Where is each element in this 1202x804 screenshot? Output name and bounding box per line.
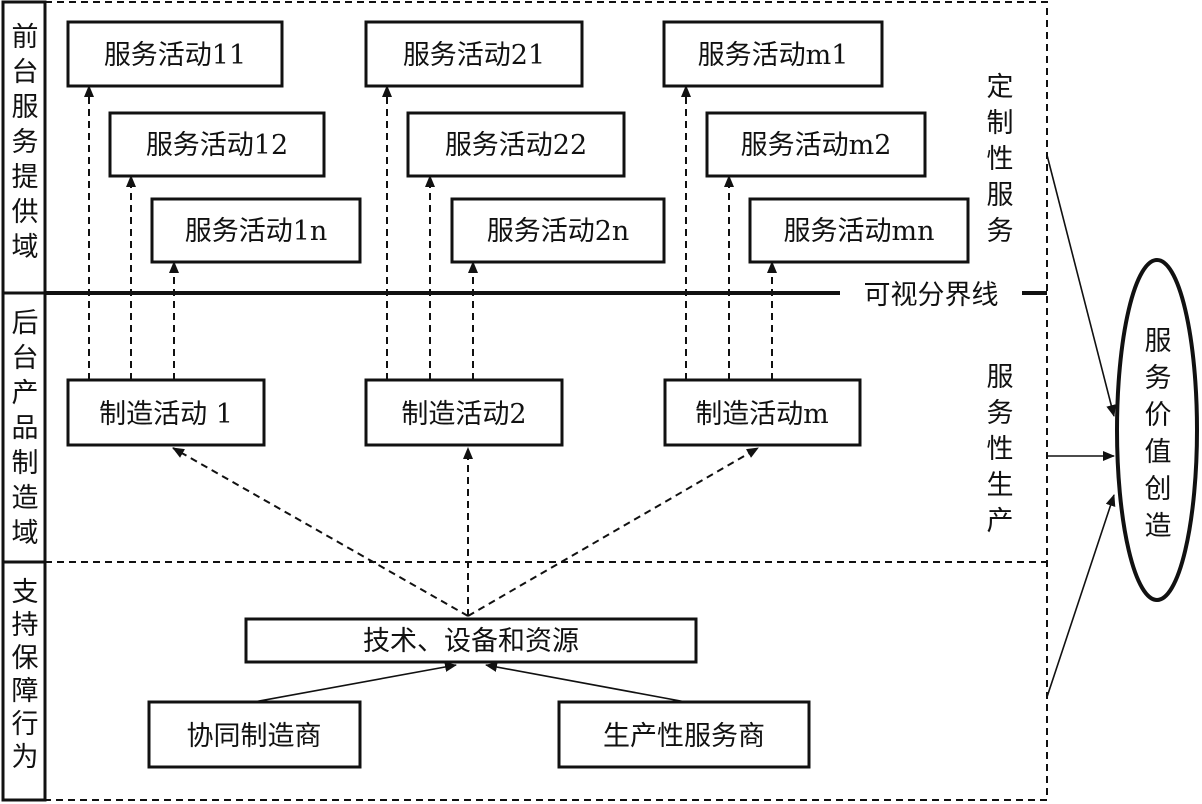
- service-label-m2: 服务活动m2: [741, 130, 892, 161]
- svg-text:后台产品制造域: 后台产品制造域: [12, 308, 39, 549]
- zone-label-back: 后台产品制造域: [12, 308, 39, 549]
- dashed-arrow-res-m1: [172, 447, 469, 617]
- service-box-11: 服务活动11: [66, 20, 284, 88]
- svg-text:服务性生产: 服务性生产: [987, 362, 1014, 537]
- custom-service-label: 定制性服务: [987, 72, 1014, 247]
- zone-label-column: [1, 0, 47, 802]
- manufacturing-label-2: 制造活动2: [401, 399, 526, 430]
- dashed-arrow-res-m3: [467, 447, 759, 617]
- service-label-mn: 服务活动mn: [784, 216, 935, 247]
- svg-text:定制性服务: 定制性服务: [987, 72, 1014, 247]
- service-box-12: 服务活动12: [108, 111, 326, 178]
- manufacturing-box-m: 制造活动m: [663, 378, 862, 447]
- service-production-label: 服务性生产: [987, 362, 1014, 537]
- zone-label-front: 前台服务提供域: [12, 22, 39, 263]
- manufacturing-label-m: 制造活动m: [695, 399, 829, 430]
- arrow-cooperative-to-resources: [253, 662, 457, 703]
- visibility-line-label: 可视分界线: [864, 280, 999, 311]
- svg-text:服务价值创造: 服务价值创造: [1145, 326, 1172, 542]
- service-box-m2: 服务活动m2: [705, 111, 927, 178]
- arrow-support-to-value: [1046, 494, 1116, 698]
- value-creation-ellipse: [1115, 258, 1199, 602]
- resources-box: 技术、设备和资源: [244, 617, 698, 664]
- productive-service-provider-label: 生产性服务商: [603, 721, 765, 752]
- cooperative-manufacturer-box: 协同制造商: [147, 700, 362, 769]
- resources-label: 技术、设备和资源: [363, 626, 579, 657]
- service-label-22: 服务活动22: [445, 130, 587, 161]
- service-box-1n: 服务活动1n: [150, 197, 362, 264]
- service-label-1n: 服务活动1n: [185, 216, 328, 247]
- service-label-2n: 服务活动2n: [487, 216, 630, 247]
- service-box-2n: 服务活动2n: [450, 197, 666, 264]
- service-label-11: 服务活动11: [104, 40, 246, 71]
- manufacturing-label-1: 制造活动 1: [99, 399, 233, 430]
- service-box-m1: 服务活动m1: [662, 20, 884, 88]
- service-box-22: 服务活动22: [406, 111, 626, 178]
- value-creation-label: 服务价值创造: [1145, 326, 1172, 542]
- service-label-21: 服务活动21: [403, 40, 545, 71]
- arrow-service-provider-to-resources: [485, 662, 687, 703]
- cooperative-manufacturer-label: 协同制造商: [187, 721, 322, 752]
- service-box-21: 服务活动21: [364, 20, 584, 88]
- svg-text:支持保障行为: 支持保障行为: [12, 577, 39, 773]
- manufacturing-box-1: 制造活动 1: [66, 378, 266, 447]
- service-box-mn: 服务活动mn: [748, 197, 970, 264]
- manufacturing-box-2: 制造活动2: [364, 378, 564, 447]
- svg-text:前台服务提供域: 前台服务提供域: [12, 22, 39, 263]
- service-label-m1: 服务活动m1: [698, 40, 849, 71]
- service-label-12: 服务活动12: [146, 130, 288, 161]
- zone-label-support: 支持保障行为: [12, 577, 39, 773]
- arrow-custom-service-to-value: [1046, 154, 1117, 417]
- productive-service-provider-box: 生产性服务商: [557, 700, 811, 769]
